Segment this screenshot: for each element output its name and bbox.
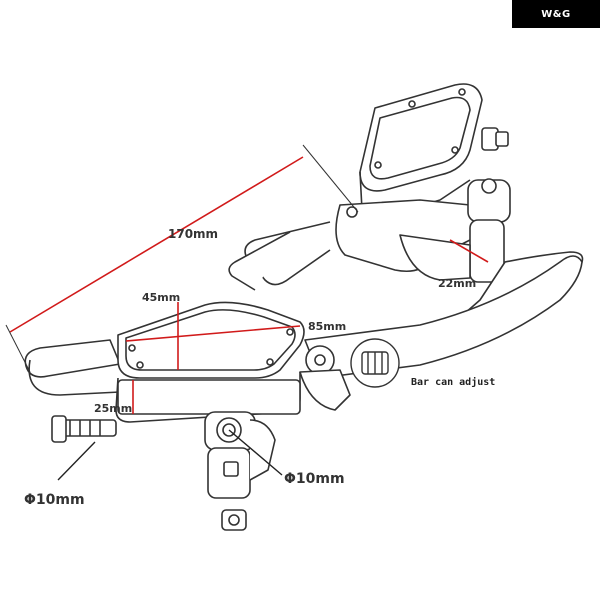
dim-port-diameter-center: Φ10mm — [284, 471, 345, 487]
dim-reservoir-height: 25mm — [94, 402, 132, 415]
port-pointers — [57, 429, 283, 481]
dim-reservoir-length: 85mm — [308, 320, 346, 333]
dimension-lines — [5, 144, 489, 414]
lower-lever-assembly — [24, 255, 583, 531]
dim-reservoir-width: 45mm — [142, 291, 180, 304]
dim-mount-gap: 22mm — [438, 277, 476, 290]
bar-adjust-callout — [350, 338, 400, 388]
brand-logo-text: W&G — [541, 8, 571, 20]
dim-overall-length: 170mm — [168, 227, 218, 241]
dim-port-diameter-left: Φ10mm — [24, 492, 85, 508]
annotation-bar-adjust: Bar can adjust — [411, 376, 495, 388]
brand-logo: W&G — [512, 0, 600, 28]
upper-lever-assembly — [228, 83, 584, 337]
